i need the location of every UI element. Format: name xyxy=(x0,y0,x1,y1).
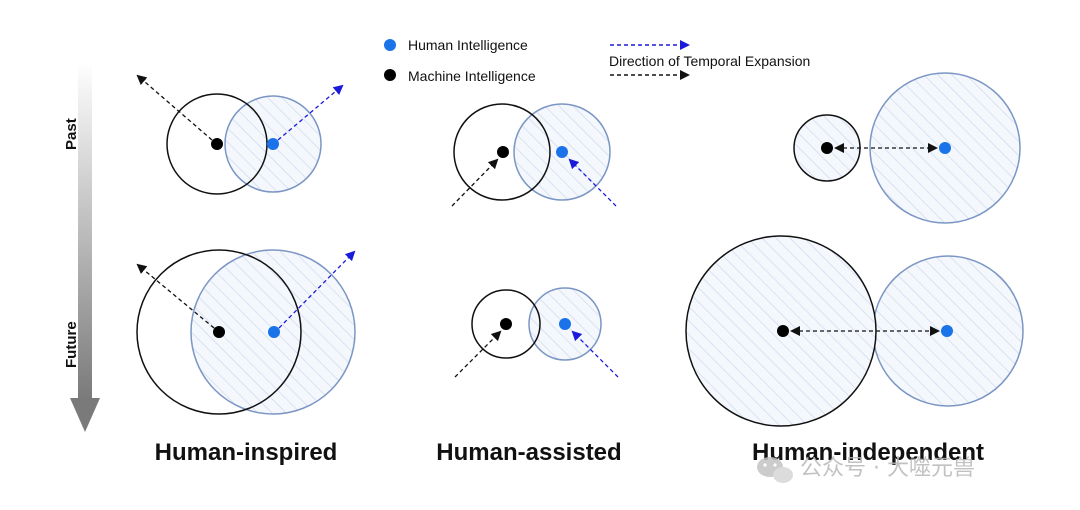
future-label: Future xyxy=(63,321,80,368)
human-dot-past xyxy=(267,138,279,150)
machine-dot-future xyxy=(213,326,225,338)
human-dot-future xyxy=(559,318,571,330)
human-dot-future xyxy=(941,325,953,337)
wechat-icon xyxy=(757,457,793,483)
watermark: 公众号 · 大噬元兽 xyxy=(757,456,975,483)
machine-dot-past xyxy=(211,138,223,150)
machine-circle-future xyxy=(471,289,541,359)
machine-inward-arrow-future xyxy=(454,330,502,378)
panel-human-assisted: Human-assisted xyxy=(436,103,622,466)
machine-dot-past xyxy=(497,146,509,158)
machine-inward-arrow-past xyxy=(451,158,499,207)
watermark-text: 公众号 · 大噬元兽 xyxy=(800,456,975,481)
panel-title-human-independent: Human-independent xyxy=(752,439,984,466)
human-expansion-arrow-future xyxy=(278,250,356,329)
human-dot-future xyxy=(268,326,280,338)
time-axis-bar xyxy=(78,62,92,400)
time-axis-arrowhead xyxy=(70,398,100,432)
machine-legend-dot xyxy=(384,69,396,81)
machine-dot-future xyxy=(777,325,789,337)
legend: Human Intelligence Machine Intelligence … xyxy=(384,37,810,84)
human-inward-arrow-past xyxy=(568,158,617,207)
past-label: Past xyxy=(63,118,80,150)
human-legend-dot xyxy=(384,39,396,51)
panel-title-human-inspired: Human-inspired xyxy=(155,439,338,466)
time-axis: Past Future xyxy=(63,62,100,432)
machine-circle-past xyxy=(453,103,551,201)
panel-human-independent: Human-independent xyxy=(685,72,1024,466)
machine-dot-past xyxy=(821,142,833,154)
human-dot-past xyxy=(939,142,951,154)
human-legend-label: Human Intelligence xyxy=(408,37,528,53)
machine-dot-future xyxy=(500,318,512,330)
machine-circle-future xyxy=(136,249,302,415)
human-dot-past xyxy=(556,146,568,158)
direction-legend-label: Direction of Temporal Expansion xyxy=(609,53,810,69)
panel-title-human-assisted: Human-assisted xyxy=(436,439,621,466)
panel-human-inspired: Human-inspired xyxy=(136,74,356,466)
machine-expansion-arrow-future xyxy=(136,263,215,329)
machine-legend-label: Machine Intelligence xyxy=(408,68,536,84)
machine-expansion-arrow-past xyxy=(136,74,213,141)
human-inward-arrow-future xyxy=(571,330,619,378)
